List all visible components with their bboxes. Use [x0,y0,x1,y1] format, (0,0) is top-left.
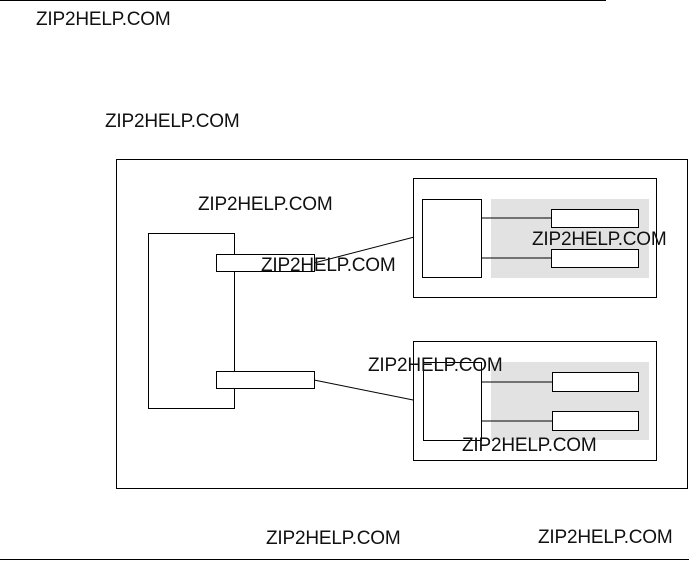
lower-slot-1 [552,372,639,392]
upper-hub-box [422,199,482,278]
watermark-text: ZIP2HELP.COM [36,9,171,30]
outer-frame [116,159,688,489]
upper-slot-1 [551,209,639,228]
watermark-text: ZIP2HELP.COM [368,355,503,376]
lower-slot-2 [552,411,639,431]
watermark-text: ZIP2HELP.COM [198,194,333,215]
upper-slot-2 [551,249,639,268]
watermark-text: ZIP2HELP.COM [532,229,667,250]
lower-hub-box [423,362,482,441]
watermark-text: ZIP2HELP.COM [261,255,396,276]
lower-connector-tab [216,371,315,389]
lower-cable-line [313,379,424,403]
upper-cable-line [313,234,423,264]
bottom-rule [0,559,689,560]
watermark-text: ZIP2HELP.COM [462,435,597,456]
top-rule [0,0,606,1]
watermark-text: ZIP2HELP.COM [538,527,673,548]
watermark-text: ZIP2HELP.COM [266,528,401,549]
watermark-text: ZIP2HELP.COM [105,111,240,132]
